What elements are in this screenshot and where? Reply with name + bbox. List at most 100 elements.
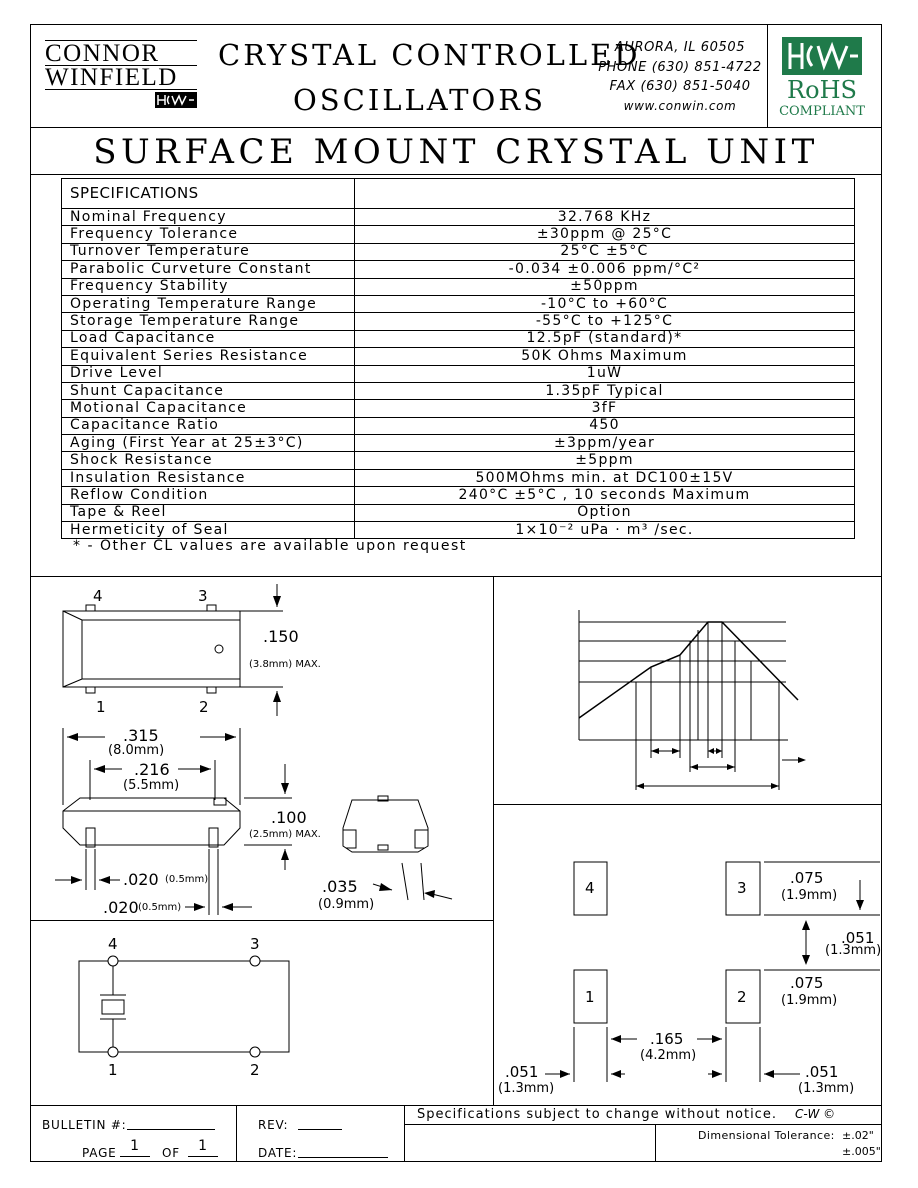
- spec-value: -55°C to +125°C: [354, 312, 855, 331]
- lead-width-dimension-mm: (0.5mm): [165, 874, 209, 885]
- header-title-line1: CRYSTAL CONTROLLED: [218, 38, 641, 72]
- pad-height2-dimension: .075: [790, 974, 824, 992]
- spec-parameter: Equivalent Series Resistance: [61, 347, 355, 366]
- schematic-pin3-label: 3: [250, 935, 260, 953]
- height-dimension-mm: (3.8mm) MAX.: [249, 659, 321, 670]
- page-label: PAGE: [82, 1146, 117, 1160]
- outline-pin3-label: 3: [198, 587, 208, 605]
- spec-value: 1×10⁻² uPa · m³ /sec.: [354, 521, 855, 540]
- table-row: Parabolic Curveture Constant-0.034 ±0.00…: [61, 260, 855, 279]
- package-top-view: [62, 610, 241, 688]
- length-dimension-mm: (8.0mm): [108, 743, 165, 758]
- page-frame: [30, 24, 882, 1162]
- page-total: 1: [198, 1138, 208, 1154]
- spec-parameter: Hermeticity of Seal: [61, 521, 355, 540]
- pad-height-dimension: .075: [790, 869, 824, 887]
- end-dimension: .035: [322, 877, 358, 896]
- footer-divider-2: [404, 1105, 405, 1162]
- spec-value: 500MOhms min. at DC100±15V: [354, 468, 855, 488]
- footprint-pad4-label: 4: [585, 879, 595, 897]
- footprint-pad-2: [725, 969, 761, 1024]
- footer-divider-1: [236, 1105, 237, 1162]
- spec-parameter: Load Capacitance: [61, 329, 355, 349]
- footer-divider: [30, 1105, 882, 1106]
- bulletin-field[interactable]: [127, 1129, 215, 1130]
- contact-phone: PHONE (630) 851-4722: [598, 59, 762, 75]
- page-total-field[interactable]: [188, 1156, 218, 1157]
- table-row: Frequency Stability±50ppm: [61, 277, 855, 296]
- thickness-dimension: .100: [271, 808, 307, 827]
- company-name-line1: CONNOR: [45, 40, 160, 67]
- footprint-pad-1: [573, 969, 608, 1024]
- spec-value: -10°C to +60°C: [354, 294, 855, 314]
- package-side-view: [62, 797, 241, 846]
- header-title-line2: OSCILLATORS: [293, 83, 546, 117]
- footprint-pad-4: [573, 861, 608, 916]
- rohs-label: RoHS: [787, 76, 857, 104]
- pad-spacing-dimension: .165: [650, 1030, 684, 1048]
- rev-field[interactable]: [298, 1129, 342, 1130]
- schematic-pin2-label: 2: [250, 1061, 260, 1079]
- spec-parameter: Drive Level: [61, 364, 355, 383]
- spec-value: 1uW: [354, 364, 855, 383]
- spec-value: 1.35pF Typical: [354, 381, 855, 401]
- schematic-node-3: [249, 955, 261, 967]
- specs-divider: [30, 576, 882, 577]
- company-name-line2: WINFIELD: [45, 64, 178, 91]
- pad-spacing-dimension-mm: (4.2mm): [640, 1048, 697, 1063]
- outline-pin4-label: 4: [93, 587, 103, 605]
- footprint-pad-3: [725, 861, 761, 916]
- schematic-node-2: [249, 1046, 261, 1058]
- profile-curve: [578, 621, 799, 719]
- footnote: * - Other CL values are available upon r…: [73, 538, 467, 554]
- change-notice: Specifications subject to change without…: [417, 1107, 777, 1122]
- outline-divider: [30, 920, 493, 921]
- table-row: Shock Resistance±5ppm: [61, 451, 855, 470]
- pad-width-left-dimension: .051: [505, 1063, 539, 1081]
- page-number-field[interactable]: [120, 1156, 150, 1157]
- crystal-symbol-icon: [101, 999, 125, 1015]
- lead-width-dimension: .020: [123, 870, 159, 889]
- contact-block: AURORA, IL 60505 PHONE (630) 851-4722 FA…: [580, 38, 780, 116]
- outline-pin2-label: 2: [199, 698, 209, 716]
- pad-span-dimension: .216: [134, 760, 170, 779]
- contact-fax: FAX (630) 851-5040: [609, 79, 751, 94]
- copyright-mark: C-W ©: [795, 1107, 836, 1121]
- page-number: 1: [130, 1138, 140, 1154]
- pad-height2-dimension-mm: (1.9mm): [781, 993, 838, 1008]
- date-label: DATE:: [258, 1146, 298, 1160]
- tolerance-label: Dimensional Tolerance:: [698, 1129, 835, 1142]
- schematic-pin1-label: 1: [108, 1061, 118, 1079]
- contact-web[interactable]: www.conwin.com: [623, 98, 737, 113]
- rohs-compliant: COMPLIANT: [779, 104, 865, 119]
- pad-gap-dimension: .051: [841, 929, 875, 947]
- schematic-node-4: [107, 955, 119, 967]
- product-title: SURFACE MOUNT CRYSTAL UNIT: [93, 132, 819, 172]
- package-bevel: [62, 610, 83, 688]
- schematic-node-1: [107, 1046, 119, 1058]
- table-row: Storage Temperature Range-55°C to +125°C: [61, 312, 855, 331]
- spec-value: 50K Ohms Maximum: [354, 347, 855, 366]
- drawing-column-divider: [493, 576, 494, 1105]
- length-dimension: .315: [123, 726, 159, 745]
- contact-city: AURORA, IL 60505: [614, 40, 746, 55]
- spec-parameter: Storage Temperature Range: [61, 312, 355, 331]
- tolerance-value-2: ±.005": [842, 1145, 881, 1158]
- schematic-pin4-label: 4: [108, 935, 118, 953]
- spec-value: 450: [354, 416, 855, 436]
- date-field[interactable]: [298, 1157, 388, 1158]
- table-row: Operating Temperature Range-10°C to +60°…: [61, 294, 855, 314]
- of-label: OF: [162, 1146, 180, 1160]
- footer-divider-3: [404, 1124, 882, 1125]
- footprint-pad3-label: 3: [737, 879, 747, 897]
- cw-mark-icon: [155, 92, 197, 108]
